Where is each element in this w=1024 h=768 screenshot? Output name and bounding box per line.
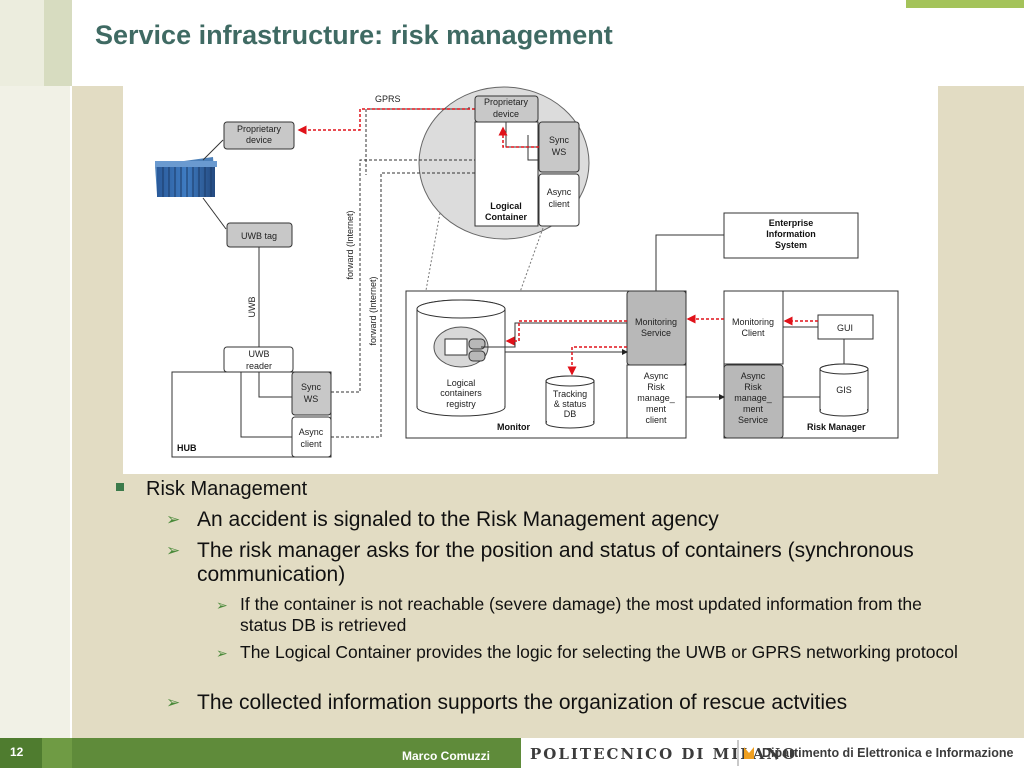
svg-text:Service: Service	[641, 328, 671, 338]
svg-text:Monitoring: Monitoring	[635, 317, 677, 327]
svg-text:Logical: Logical	[490, 201, 522, 211]
svg-text:Risk: Risk	[744, 382, 762, 392]
svg-text:UWB: UWB	[249, 349, 270, 359]
page-number-box	[0, 738, 42, 768]
gui-box	[817, 314, 874, 340]
svg-text:Information: Information	[766, 229, 816, 239]
department-logo-icon	[744, 747, 754, 759]
svg-text:DB: DB	[564, 409, 577, 419]
logo-divider	[737, 740, 739, 766]
arrow-bullet-icon: ➢	[166, 693, 181, 712]
header-strip	[0, 0, 44, 86]
bullet-level1: Risk Management	[110, 478, 307, 501]
department-name: Dipartimento di Elettronica e Informazio…	[762, 746, 1014, 760]
logo-area	[521, 738, 1024, 768]
svg-text:Async: Async	[547, 187, 572, 197]
institution-logo: POLITECNICO DI MILANO	[530, 745, 798, 763]
forward-internet-2: forward (Internet)	[368, 276, 378, 345]
svg-text:& status: & status	[554, 399, 587, 409]
page-title: Service infrastructure: risk management	[95, 20, 613, 50]
header-strip	[44, 0, 72, 86]
shipping-container-icon	[155, 157, 217, 197]
svg-text:registry: registry	[446, 399, 476, 409]
monitoring-client	[723, 290, 784, 365]
sync-ws-hub	[291, 371, 332, 416]
svg-text:Tracking: Tracking	[553, 389, 587, 399]
left-column-divider	[70, 86, 72, 738]
svg-text:containers: containers	[440, 388, 482, 398]
svg-text:Async: Async	[741, 371, 766, 381]
svg-text:device: device	[493, 109, 519, 119]
bullet-level2: ➢ The collected information supports the…	[166, 691, 848, 714]
arrow-bullet-icon: ➢	[216, 597, 228, 613]
architecture-diagram: Proprietary device GPRS Proprietary devi…	[123, 85, 938, 474]
svg-text:Risk Manager: Risk Manager	[807, 422, 866, 432]
svg-text:WS: WS	[552, 147, 567, 157]
async-client-hub	[291, 416, 332, 458]
forward-internet-1: forward (Internet)	[345, 210, 355, 279]
svg-text:Logical: Logical	[447, 378, 476, 388]
svg-text:Monitoring: Monitoring	[732, 317, 774, 327]
svg-text:client: client	[548, 199, 570, 209]
svg-text:WS: WS	[304, 394, 319, 404]
svg-text:ment: ment	[743, 404, 764, 414]
svg-text:Client: Client	[741, 328, 765, 338]
svg-text:Proprietary: Proprietary	[484, 97, 529, 107]
arrow-bullet-icon: ➢	[216, 645, 228, 661]
svg-text:GIS: GIS	[836, 385, 852, 395]
svg-text:Container: Container	[485, 212, 528, 222]
header-strip	[72, 0, 74, 86]
svg-text:Enterprise: Enterprise	[769, 218, 814, 228]
svg-text:System: System	[775, 240, 807, 250]
svg-text:HUB: HUB	[177, 443, 197, 453]
header-band	[0, 0, 1024, 86]
bullet-level2: ➢ An accident is signaled to the Risk Ma…	[166, 508, 719, 531]
svg-text:Sync: Sync	[549, 135, 570, 145]
svg-text:reader: reader	[246, 361, 272, 371]
svg-text:manage_: manage_	[734, 393, 773, 403]
svg-text:Sync: Sync	[301, 382, 322, 392]
bullet-level2: ➢ The risk manager asks for the position…	[166, 539, 914, 586]
pd-left-l1: Proprietary	[237, 124, 282, 134]
footer-strip	[42, 738, 72, 768]
author-name: Marco Comuzzi	[402, 749, 491, 763]
svg-text:Service: Service	[738, 415, 768, 425]
tracking-status-db	[545, 375, 595, 429]
async-client-top	[538, 173, 580, 227]
bullet-level3: ➢ The Logical Container provides the log…	[216, 642, 958, 662]
bullet-level3: ➢ If the container is not reachable (sev…	[216, 594, 922, 635]
svg-text:manage_: manage_	[637, 393, 676, 403]
svg-text:UWB tag: UWB tag	[241, 231, 277, 241]
svg-text:Risk: Risk	[647, 382, 665, 392]
svg-text:client: client	[645, 415, 667, 425]
async-risk-service	[723, 364, 784, 439]
svg-text:client: client	[300, 439, 322, 449]
arrow-bullet-icon: ➢	[166, 541, 181, 560]
square-bullet-icon	[116, 483, 124, 491]
proprietary-device-left	[223, 121, 295, 150]
left-column	[0, 86, 70, 738]
pd-left-l2: device	[246, 135, 272, 145]
diagram-svg: Proprietary device GPRS Proprietary devi…	[155, 86, 899, 458]
svg-text:UWB: UWB	[247, 297, 257, 318]
async-risk-client	[626, 364, 687, 439]
svg-text:GUI: GUI	[837, 323, 853, 333]
arrow-bullet-icon: ➢	[166, 510, 181, 529]
gprs-label: GPRS	[375, 94, 401, 104]
page-number: 12	[10, 745, 24, 759]
svg-text:Async: Async	[644, 371, 669, 381]
svg-text:Monitor: Monitor	[497, 422, 530, 432]
gis-db	[819, 363, 869, 417]
svg-text:Async: Async	[299, 427, 324, 437]
header-accent	[906, 0, 1024, 8]
svg-text:ment: ment	[646, 404, 667, 414]
